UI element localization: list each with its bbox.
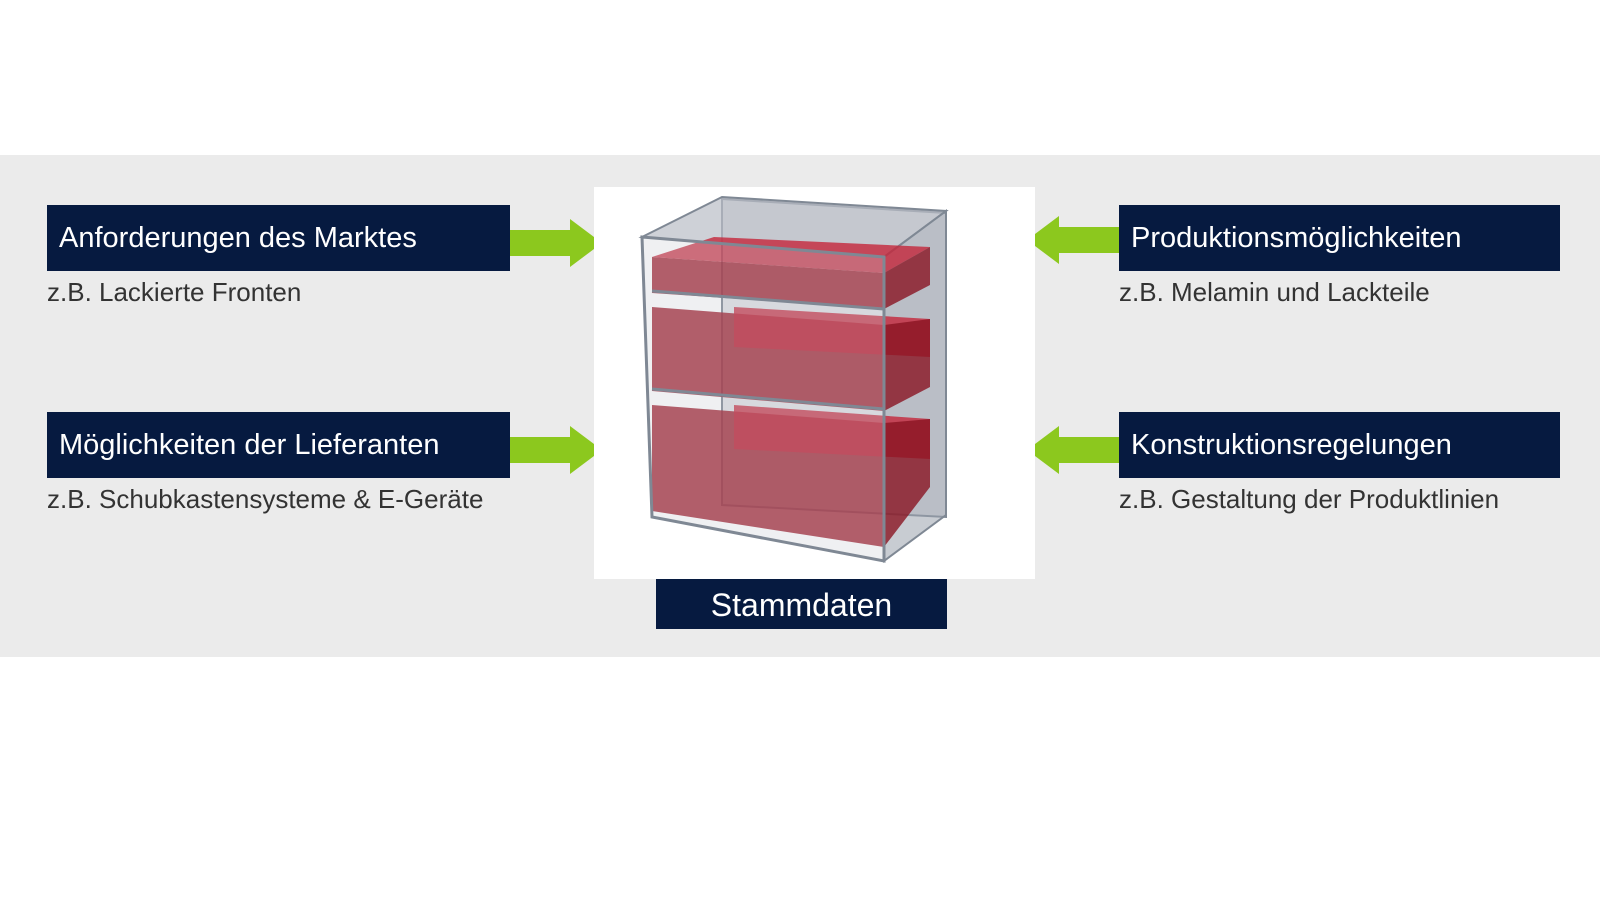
- cabinet-image-panel: [594, 187, 1035, 579]
- market-requirements-example: z.B. Lackierte Fronten: [47, 277, 302, 307]
- arrow-right-icon: [510, 219, 602, 267]
- arrow-left-icon: [1027, 216, 1119, 264]
- construction-rules-label: Konstruktionsregelungen: [1119, 412, 1560, 478]
- arrow-left-icon: [1027, 426, 1119, 474]
- arrow-right-icon: [510, 426, 602, 474]
- production-options-example: z.B. Melamin und Lackteile: [1119, 277, 1430, 307]
- production-options-label: Produktionsmöglichkeiten: [1119, 205, 1560, 271]
- construction-rules-example: z.B. Gestaltung der Produktlinien: [1119, 484, 1500, 514]
- supplier-options-label: Möglichkeiten der Lieferanten: [47, 412, 510, 478]
- market-requirements-label: Anforderungen des Marktes: [47, 205, 510, 271]
- cabinet-illustration-icon: [638, 195, 949, 563]
- master-data-label: Stammdaten: [656, 579, 947, 629]
- supplier-options-example: z.B. Schubkastensysteme & E-Geräte: [47, 484, 484, 514]
